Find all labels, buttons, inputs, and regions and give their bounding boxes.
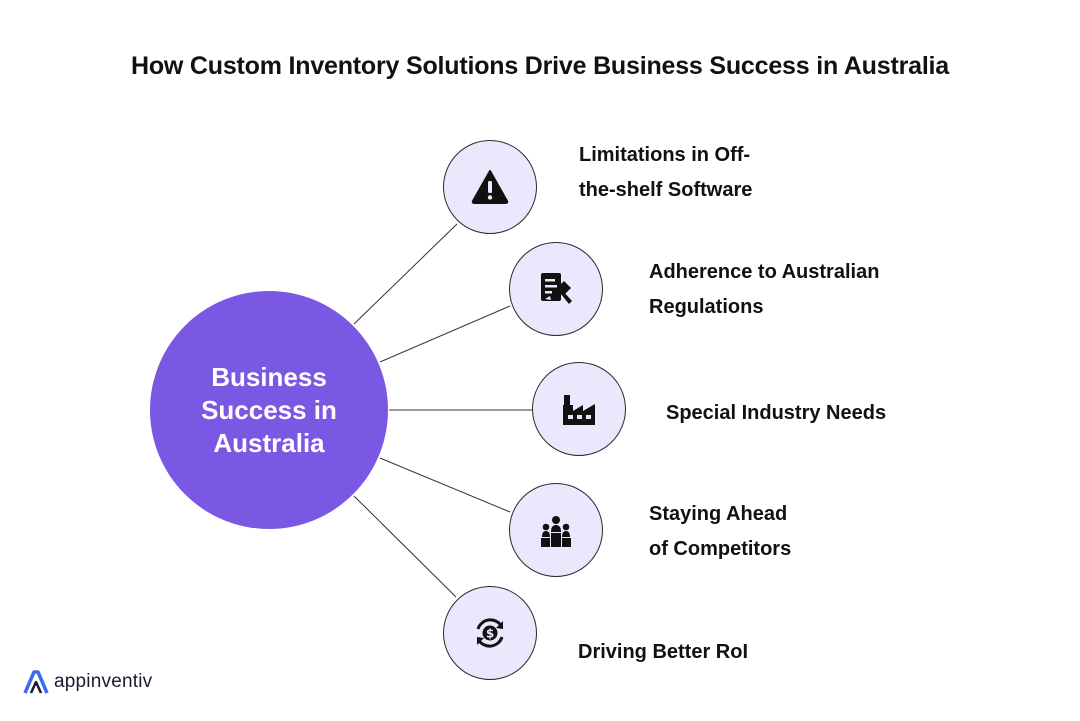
node-industry-label: Special Industry Needs (666, 396, 886, 431)
factory-icon (563, 395, 595, 425)
connector-line-2 (379, 305, 511, 363)
node-competitors-label: Staying Ahead of Competitors (649, 497, 791, 567)
label-line: Limitations in Off- (579, 144, 751, 166)
brand-logo: appinventiv (22, 668, 152, 696)
node-competitors (509, 483, 603, 577)
compliance-document-icon (541, 273, 572, 304)
dollar-cycle-icon: $ (476, 618, 504, 648)
hub-label: Business Success in Australia (201, 361, 337, 458)
connector-line-4 (379, 457, 511, 513)
appinventiv-logo-icon (23, 670, 49, 694)
label-line: of Competitors (649, 538, 792, 560)
connector-line-5 (353, 495, 457, 598)
warning-icon (471, 170, 509, 204)
label-line: the-shelf Software (579, 179, 753, 201)
central-hub: Business Success in Australia (150, 291, 388, 529)
node-limitations-label: Limitations in Off- the-shelf Software (579, 138, 752, 208)
label-line: Driving Better RoI (578, 641, 749, 663)
diagram-title: How Custom Inventory Solutions Drive Bus… (130, 52, 950, 80)
node-regulations-label: Adherence to Australian Regulations (649, 255, 879, 325)
node-roi: $ (443, 586, 537, 680)
label-line: Staying Ahead (649, 503, 788, 525)
label-line: Special Industry Needs (666, 402, 887, 424)
node-regulations (509, 242, 603, 336)
node-industry (532, 362, 626, 456)
node-roi-label: Driving Better RoI (578, 635, 748, 670)
connector-line-1 (353, 223, 458, 325)
label-line: Regulations (649, 296, 764, 318)
podium-people-icon (541, 516, 571, 547)
label-line: Adherence to Australian (649, 261, 880, 283)
brand-name: appinventiv (54, 671, 153, 692)
node-limitations (443, 140, 537, 234)
svg-text:$: $ (486, 627, 494, 641)
